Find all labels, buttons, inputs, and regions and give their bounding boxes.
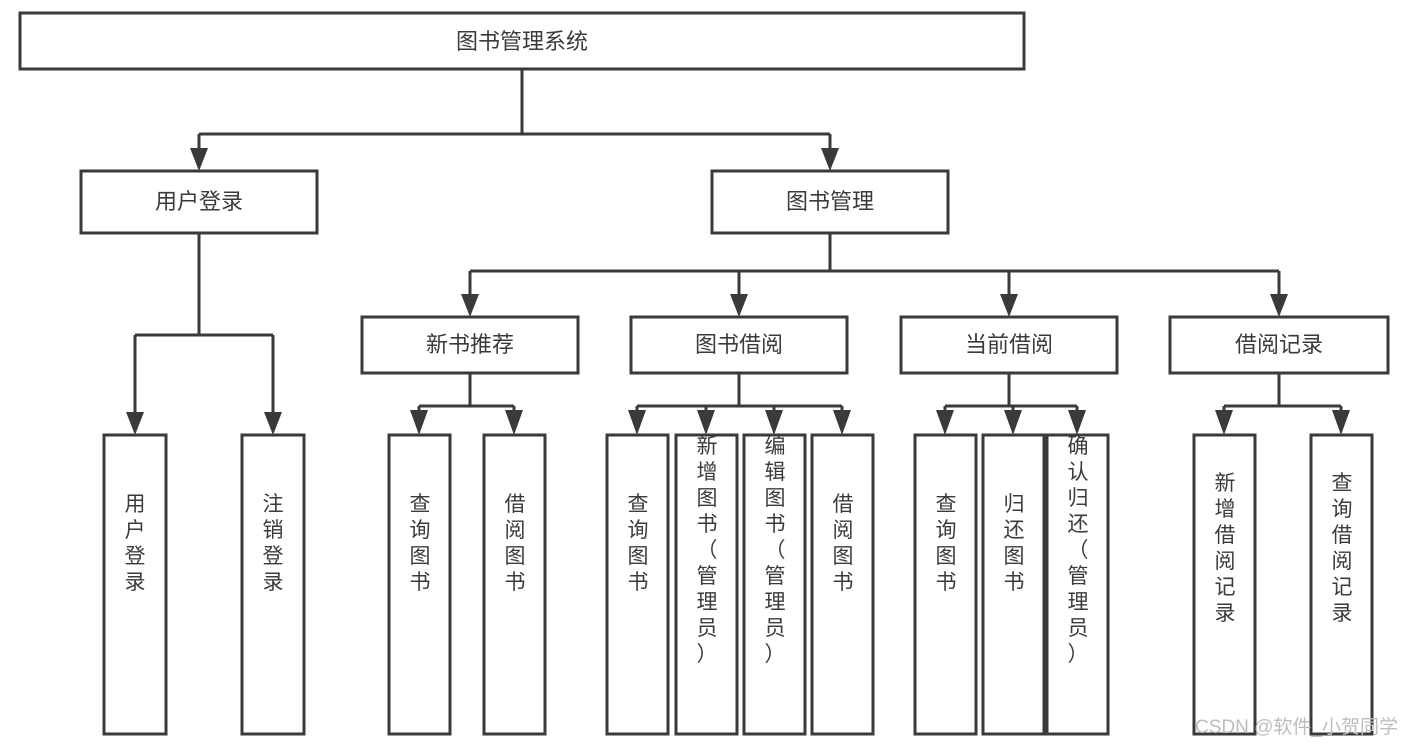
- arrow-head-borrow-records: [1270, 294, 1288, 317]
- node-leaf-add-book[interactable]: 新增图书（管理员）: [674, 433, 739, 736]
- node-leaf-borrow-book-a-box[interactable]: [482, 433, 547, 736]
- arrow-head-book-management: [821, 148, 839, 171]
- node-new-book-recommend-label: 新书推荐: [426, 332, 514, 357]
- node-borrow-records-label: 借阅记录: [1235, 332, 1323, 357]
- node-book-borrow-box[interactable]: [629, 315, 849, 375]
- node-book-borrow-label: 图书借阅: [695, 332, 783, 357]
- arrow-head-leaf-logout: [264, 412, 282, 435]
- node-leaf-logout-label: 注销登录: [263, 493, 284, 594]
- connector-layer: [126, 69, 1350, 435]
- arrow-head-leaf-add-record: [1215, 410, 1233, 435]
- node-leaf-query-book-c[interactable]: 查询图书: [913, 433, 978, 736]
- node-leaf-borrow-book-b-label: 借阅图书: [833, 493, 854, 594]
- node-leaf-add-book-box[interactable]: [674, 433, 739, 736]
- arrow-head-leaf-query-book-c: [936, 410, 954, 435]
- arrow-head-leaf-query-book-b: [628, 410, 646, 435]
- node-leaf-borrow-book-a-label: 借阅图书: [505, 493, 526, 594]
- node-borrow-records-box[interactable]: [1168, 315, 1390, 375]
- node-leaf-edit-book-label: 编辑图书（管理员）: [765, 435, 786, 666]
- node-leaf-edit-book-box[interactable]: [742, 433, 807, 736]
- node-book-management-box[interactable]: [710, 169, 950, 235]
- arrow-head-current-borrow: [1000, 294, 1018, 317]
- csdn-watermark: CSDN @软件_小贺同学: [1195, 716, 1398, 738]
- node-leaf-query-record-label: 查询借阅记录: [1332, 472, 1353, 625]
- node-leaf-add-book-label: 新增图书（管理员）: [697, 435, 718, 666]
- node-new-book-recommend[interactable]: 新书推荐: [360, 315, 580, 375]
- node-leaf-logout[interactable]: 注销登录: [240, 433, 306, 736]
- arrow-head-leaf-return-book: [1004, 410, 1022, 435]
- node-borrow-records[interactable]: 借阅记录: [1168, 315, 1390, 375]
- arrow-head-new-book-recommend: [461, 294, 479, 317]
- arrow-head-leaf-confirm-return: [1068, 410, 1086, 435]
- node-leaf-user-login[interactable]: 用户登录: [102, 433, 168, 736]
- node-leaf-query-book-b[interactable]: 查询图书: [605, 433, 670, 736]
- arrow-head-leaf-borrow-book-a: [505, 410, 523, 435]
- node-leaf-return-book-box[interactable]: [981, 433, 1046, 736]
- node-leaf-query-record[interactable]: 查询借阅记录: [1309, 433, 1374, 736]
- node-leaf-query-book-c-box[interactable]: [913, 433, 978, 736]
- node-leaf-user-login-label: 用户登录: [125, 493, 146, 594]
- node-current-borrow[interactable]: 当前借阅: [899, 315, 1119, 375]
- node-user-login[interactable]: 用户登录: [79, 169, 319, 235]
- node-leaf-query-book-a-label: 查询图书: [410, 493, 431, 594]
- node-leaf-query-book-c-label: 查询图书: [936, 493, 957, 594]
- node-leaf-query-book-a[interactable]: 查询图书: [387, 433, 452, 736]
- arrow-head-leaf-query-record: [1332, 410, 1350, 435]
- node-user-login-box[interactable]: [79, 169, 319, 235]
- node-leaf-confirm-return-label: 确认归还（管理员）: [1068, 435, 1089, 666]
- arrow-head-leaf-borrow-book-b: [833, 410, 851, 435]
- node-root[interactable]: 图书管理系统: [18, 11, 1026, 71]
- node-leaf-add-record-label: 新增借阅记录: [1215, 472, 1236, 625]
- arrow-head-book-borrow: [730, 294, 748, 317]
- arrow-head-user-login: [190, 148, 208, 171]
- node-leaf-query-record-box[interactable]: [1309, 433, 1374, 736]
- node-current-borrow-label: 当前借阅: [965, 332, 1053, 357]
- node-book-management-label: 图书管理: [786, 189, 874, 214]
- node-leaf-query-book-b-label: 查询图书: [628, 493, 649, 594]
- node-new-book-recommend-box[interactable]: [360, 315, 580, 375]
- node-leaf-edit-book[interactable]: 编辑图书（管理员）: [742, 433, 807, 736]
- node-book-management[interactable]: 图书管理: [710, 169, 950, 235]
- node-book-borrow[interactable]: 图书借阅: [629, 315, 849, 375]
- node-leaf-borrow-book-a[interactable]: 借阅图书: [482, 433, 547, 736]
- node-leaf-query-book-b-box[interactable]: [605, 433, 670, 736]
- node-leaf-add-record[interactable]: 新增借阅记录: [1192, 433, 1257, 736]
- node-current-borrow-box[interactable]: [899, 315, 1119, 375]
- node-leaf-borrow-book-b-box[interactable]: [810, 433, 875, 736]
- node-user-login-label: 用户登录: [155, 189, 243, 214]
- node-leaf-confirm-return-box[interactable]: [1045, 433, 1110, 736]
- arrow-head-leaf-user-login: [126, 412, 144, 435]
- node-root-box[interactable]: [18, 11, 1026, 71]
- node-leaf-logout-box[interactable]: [240, 433, 306, 736]
- arrow-head-leaf-query-book-a: [410, 410, 428, 435]
- node-leaf-borrow-book-b[interactable]: 借阅图书: [810, 433, 875, 736]
- node-leaf-add-record-box[interactable]: [1192, 433, 1257, 736]
- node-leaf-user-login-box[interactable]: [102, 433, 168, 736]
- node-leaf-query-book-a-box[interactable]: [387, 433, 452, 736]
- arrow-head-leaf-add-book: [697, 410, 715, 435]
- node-leaf-return-book[interactable]: 归还图书: [981, 433, 1046, 736]
- node-leaf-confirm-return[interactable]: 确认归还（管理员）: [1045, 433, 1110, 736]
- node-leaf-return-book-label: 归还图书: [1004, 493, 1025, 594]
- arrow-head-leaf-edit-book: [765, 410, 783, 435]
- node-root-label: 图书管理系统: [456, 29, 588, 54]
